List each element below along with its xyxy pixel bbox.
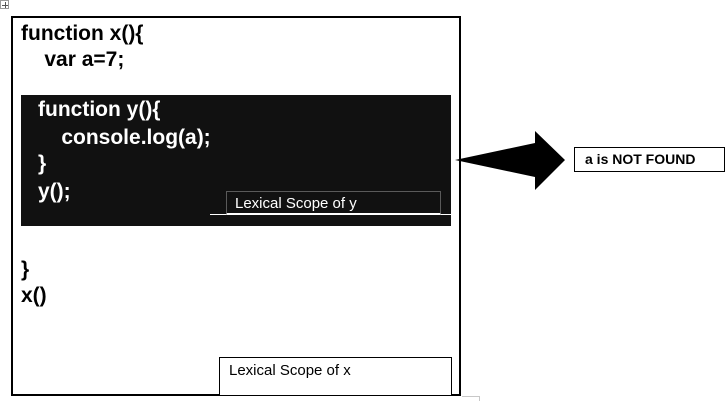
resize-corner-mark <box>462 396 480 401</box>
code-line-call-y: y(); <box>38 180 71 203</box>
code-line-close-x: } <box>21 258 30 281</box>
code-line-var-a: var a=7; <box>21 48 125 71</box>
lexical-scope-x-label: Lexical Scope of x <box>219 357 452 396</box>
lexical-scope-y-label: Lexical Scope of y <box>226 191 441 215</box>
code-line-function-x: function x(){ <box>21 22 144 45</box>
code-line-call-x: x() <box>21 284 47 307</box>
left-pointing-arrow-icon <box>455 131 565 190</box>
code-line-function-y: function y(){ <box>38 98 161 121</box>
result-label: a is NOT FOUND <box>574 147 725 172</box>
code-line-close-y: } <box>38 152 47 175</box>
move-anchor-icon[interactable] <box>0 0 9 9</box>
code-line-console-log: console.log(a); <box>38 126 211 149</box>
